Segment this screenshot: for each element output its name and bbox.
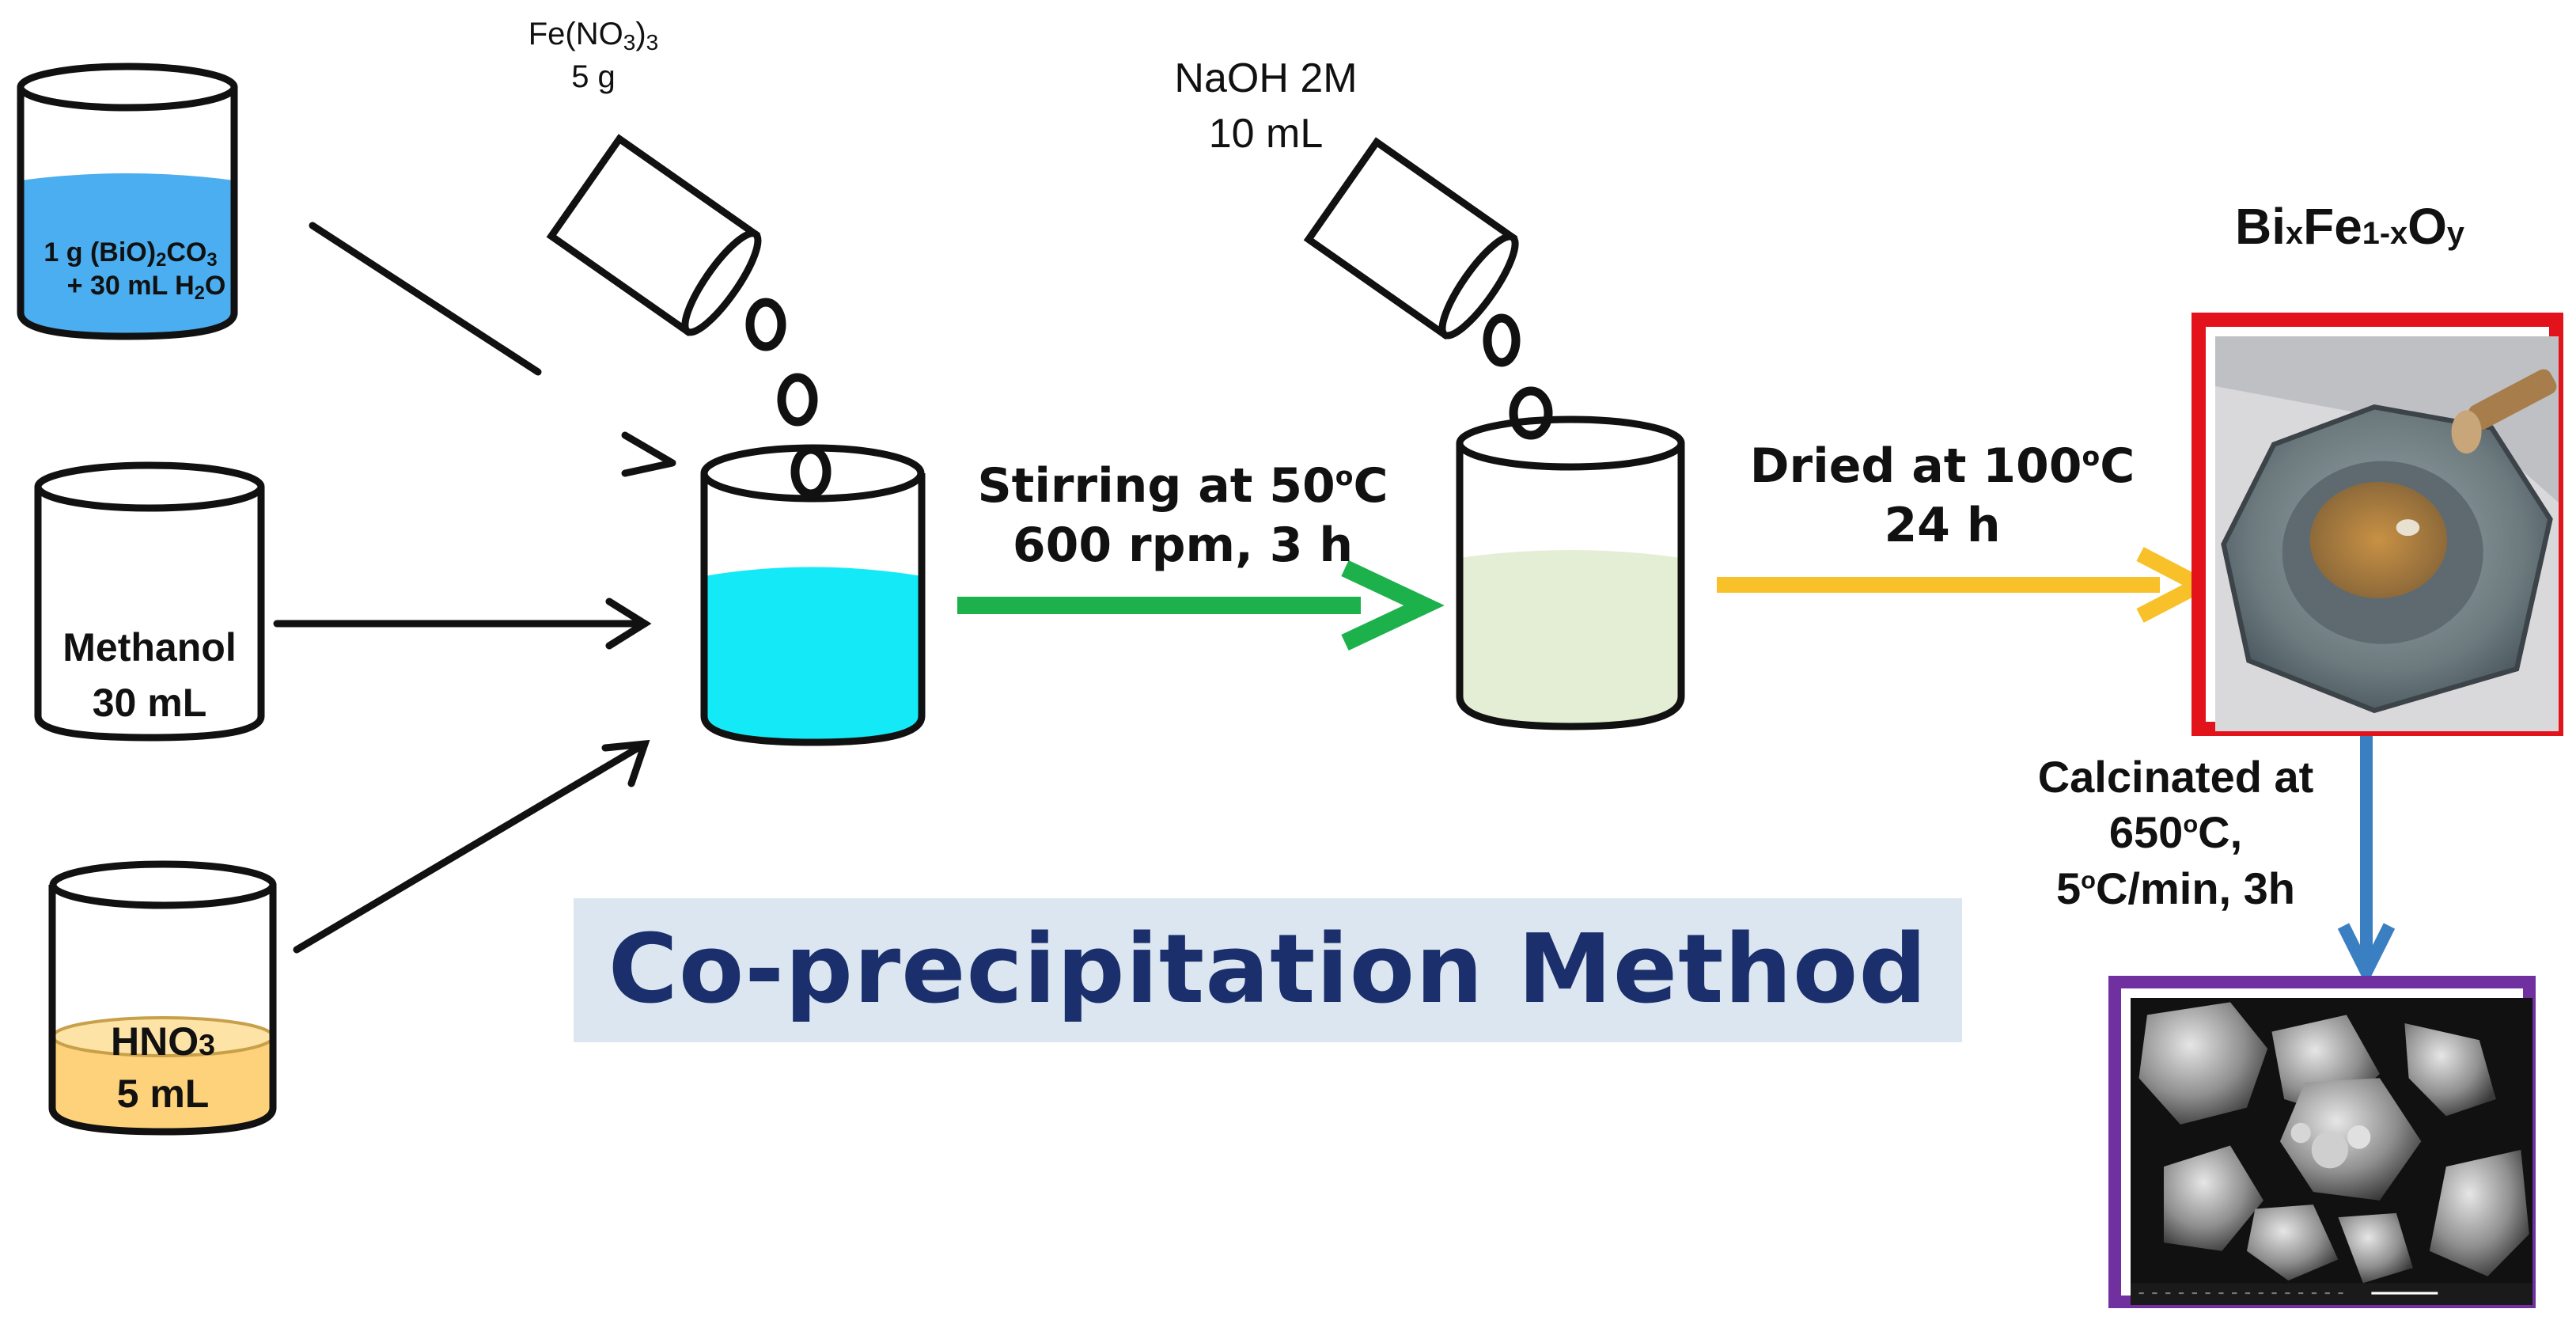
- label-hno3: HNO3 5 mL: [111, 1019, 215, 1116]
- label-calcination: Calcinated at 650oC, 5oC/min, 3h: [2037, 752, 2314, 913]
- label-stirring: Stirring at 50oC 600 rpm, 3 h: [977, 458, 1388, 573]
- drop: [745, 298, 786, 351]
- arrow-line-bio: [309, 222, 542, 376]
- beaker-liquid: [21, 173, 234, 336]
- drop: [1509, 386, 1553, 440]
- beaker-precipitate: [1456, 415, 1685, 730]
- arrow-line-hno3: [293, 740, 649, 954]
- label-product-formula: BixFe1-xOy: [2235, 198, 2464, 255]
- label-bio-mixture: 1 g (BiO)2CO3 + 30 mL H2O: [44, 237, 226, 305]
- drying-arrow: [1717, 547, 2217, 623]
- beaker-methanol: [34, 461, 265, 742]
- fe-nitrate-vial: [546, 134, 832, 499]
- calcination-arrow: [2337, 720, 2396, 986]
- drop: [790, 445, 832, 499]
- stirring-arrow: [957, 560, 1445, 651]
- sem-micrograph: [2131, 998, 2532, 1305]
- product-photo-frame: [2191, 313, 2563, 736]
- label-drying: Dried at 100oC 24 h: [1749, 438, 2135, 553]
- drop: [777, 373, 818, 427]
- label-methanol: Methanol 30 mL: [63, 625, 237, 725]
- arrow-head-bio: [621, 431, 676, 477]
- arrow-head-hno3: [601, 739, 650, 787]
- sem-image-frame: [2108, 976, 2536, 1308]
- label-naoh: NaOH 2M 10 mL: [1174, 55, 1358, 157]
- product-powder-photo: [2215, 336, 2559, 731]
- drop: [1483, 313, 1521, 367]
- method-banner: [574, 898, 1962, 1042]
- method-title: Co-precipitation Method: [608, 915, 1928, 1025]
- naoh-vial: [1303, 137, 1553, 440]
- arrow-head-methanol: [605, 598, 652, 650]
- beaker-mixture: [700, 444, 926, 746]
- beaker-bio-mixture: [17, 63, 238, 340]
- input-arrows: [273, 222, 676, 954]
- label-fe-nitrate: Fe(NO3)3 5 g: [528, 17, 659, 95]
- beaker-hno3: [48, 860, 277, 1136]
